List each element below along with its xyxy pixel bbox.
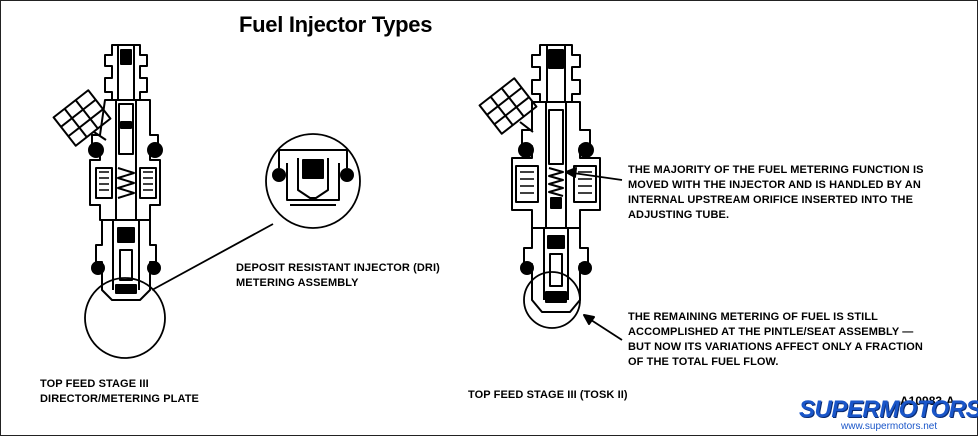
watermark-url: www.supermotors.net <box>841 421 938 432</box>
supermotors-watermark: SUPERMOTORS www.supermotors.net <box>799 396 978 433</box>
watermark-brand: SUPERMOTORS <box>799 396 978 423</box>
page-title: Fuel Injector Types <box>239 12 433 37</box>
upper-metering-note: THE MAJORITY OF THE FUEL METERING FUNCTI… <box>628 164 924 221</box>
left-caption-line1: TOP FEED STAGE III <box>40 378 149 390</box>
left-injector-caption: TOP FEED STAGE III DIRECTOR/METERING PLA… <box>40 377 199 407</box>
lower-metering-note: THE REMAINING METERING OF FUEL IS STILL … <box>628 311 923 368</box>
left-caption-line2: DIRECTOR/METERING PLATE <box>40 393 199 405</box>
dri-callout-label: DEPOSIT RESISTANT INJECTOR (DRI) METERIN… <box>236 262 440 289</box>
left-injector-drawing <box>52 44 361 359</box>
figure-code: A10983-A <box>900 394 955 408</box>
right-injector-caption: TOP FEED STAGE III (TOSK II) <box>468 389 628 401</box>
right-injector-drawing <box>478 44 623 341</box>
